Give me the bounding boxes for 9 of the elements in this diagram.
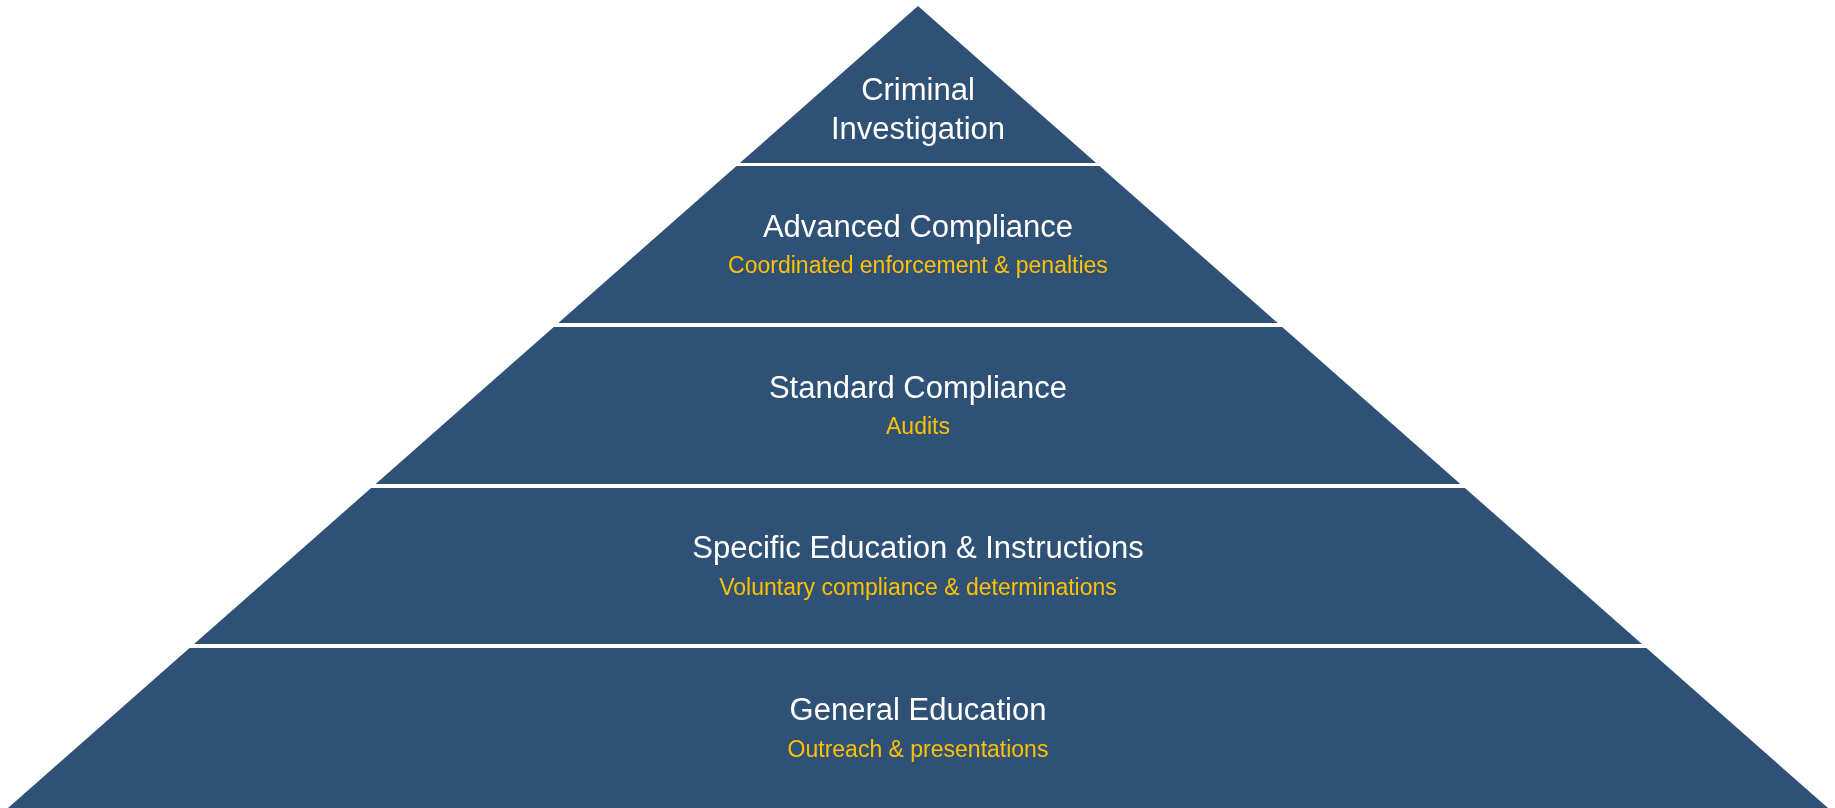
tier-title: Specific Education & Instructions <box>692 529 1144 568</box>
tier-title: Criminal Investigation <box>829 70 1006 148</box>
tier-subtitle: Outreach & presentations <box>787 734 1049 764</box>
tier-title: Advanced Compliance <box>762 207 1074 246</box>
tier-title: Standard Compliance <box>768 368 1068 407</box>
tier-subtitle: Audits <box>886 412 950 442</box>
tier-title: General Education <box>789 691 1047 730</box>
tier-subtitle: Voluntary compliance & determinations <box>719 572 1117 602</box>
tier-subtitle: Coordinated enforcement & penalties <box>728 251 1108 281</box>
